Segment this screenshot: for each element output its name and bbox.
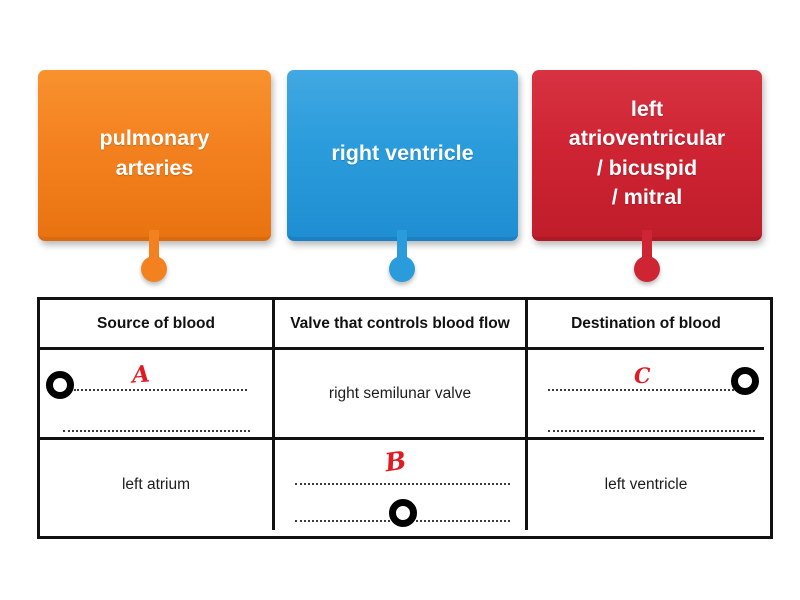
cell-text: left atrium (121, 476, 191, 493)
card-connector-dot-blue[interactable] (389, 256, 415, 282)
answer-letter-b: B (383, 445, 409, 478)
card-connector-stem-blue (397, 230, 407, 264)
header-label: Valve that controls blood flow (290, 314, 510, 332)
table-cell-right-semilunar-valve: right semilunar valve (275, 350, 528, 440)
table-header-source-of-blood: Source of blood (40, 300, 275, 350)
header-label: Source of blood (97, 314, 215, 332)
answer-card-label: right ventricle (331, 140, 474, 165)
table-cell-blank-c: C (528, 350, 764, 440)
answer-letter-c: C (633, 362, 652, 389)
dotted-line (548, 430, 755, 432)
worksheet-table: Source of blood Valve that controls bloo… (37, 297, 773, 539)
cell-text: right semilunar valve (328, 384, 472, 402)
answer-card-right-ventricle[interactable]: right ventricle (287, 70, 518, 241)
card-connector-dot-orange[interactable] (141, 256, 167, 282)
answer-card-left-atrioventricular[interactable]: left atrioventricular / bicuspid / mitra… (532, 70, 762, 241)
table-cell-blank-b: B (275, 440, 528, 530)
answer-letter-a: A (131, 360, 151, 389)
table-cell-blank-a: A (40, 350, 275, 440)
cell-text: left ventricle (604, 476, 688, 493)
table-cell-left-atrium: left atrium (40, 440, 275, 530)
table-cell-left-ventricle: left ventricle (528, 440, 764, 530)
drop-target-ring-a[interactable] (46, 371, 74, 399)
card-connector-stem-red (642, 230, 652, 264)
answer-card-label: pulmonary arteries (99, 126, 210, 180)
answer-card-label: left atrioventricular / bicuspid / mitra… (568, 97, 726, 209)
header-label: Destination of blood (571, 314, 721, 332)
dotted-line (63, 430, 250, 432)
dotted-line (295, 483, 510, 485)
dotted-line (548, 389, 734, 391)
table-header-destination-of-blood: Destination of blood (528, 300, 764, 350)
dotted-line (74, 389, 247, 391)
card-connector-dot-red[interactable] (634, 256, 660, 282)
drop-target-ring-c[interactable] (731, 367, 759, 395)
card-connector-stem-orange (149, 230, 159, 264)
answer-card-pulmonary-arteries[interactable]: pulmonary arteries (38, 70, 271, 241)
table-header-valve: Valve that controls blood flow (275, 300, 528, 350)
drop-target-ring-b[interactable] (389, 499, 417, 527)
